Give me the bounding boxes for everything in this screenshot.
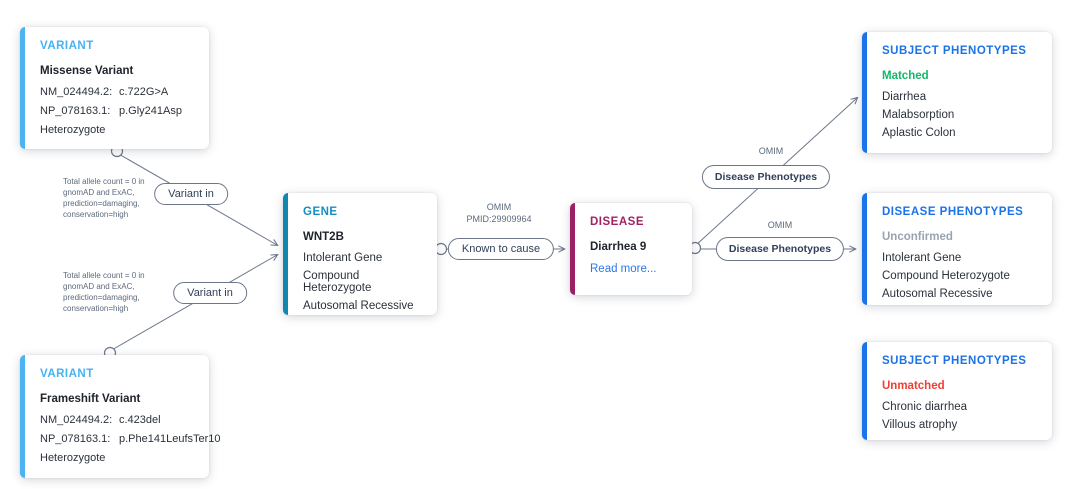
cdna-change: c.722G>A xyxy=(119,86,169,98)
variant-type: Missense Variant xyxy=(40,65,134,77)
phenotype-item: Aplastic Colon xyxy=(882,127,956,139)
protein-change: p.Phe141LeufsTer10 xyxy=(119,433,221,445)
variant-card-frameshift[interactable]: VARIANT Frameshift Variant NM_024494.2: … xyxy=(20,355,221,478)
zygosity: Heterozygote xyxy=(40,452,106,464)
edge-note-omim-right: OMIM xyxy=(767,220,793,230)
edge-pill-known-to-cause[interactable]: Known to cause xyxy=(447,238,555,260)
disease-card[interactable]: DISEASE Diarrhea 9 Read more... xyxy=(570,203,692,295)
phenotype-item: Compound Heterozygote xyxy=(882,270,1010,282)
edge-note-omim-up: OMIM xyxy=(758,146,784,156)
phenotype-item: Chronic diarrhea xyxy=(882,401,968,413)
phenotype-item: Intolerant Gene xyxy=(882,252,962,264)
edge-pill-variant-in-top[interactable]: Variant in xyxy=(154,183,228,205)
match-status: Unconfirmed xyxy=(882,231,953,243)
protein-id: NP_078163.1: xyxy=(40,433,111,445)
phenotype-item: Malabsorption xyxy=(882,109,955,121)
card-title: VARIANT xyxy=(40,40,94,52)
card-title: VARIANT xyxy=(40,368,94,380)
card-title: SUBJECT PHENOTYPES xyxy=(882,45,1027,57)
cdna-change: c.423del xyxy=(119,414,161,426)
phenotype-item: Autosomal Recessive xyxy=(882,288,993,300)
gene-symbol: WNT2B xyxy=(303,231,344,243)
transcript-id: NM_024494.2: xyxy=(40,414,113,426)
connector-dot xyxy=(434,242,448,256)
edge-pill-disease-phenotypes-up[interactable]: Disease Phenotypes xyxy=(701,165,831,189)
card-title: DISEASE xyxy=(590,216,644,228)
gene-attribute: Compound Heterozygote xyxy=(303,270,372,294)
edge-note-omim-pmid: OMIM PMID:29909964 xyxy=(466,202,532,224)
protein-id: NP_078163.1: xyxy=(40,105,111,117)
match-status: Unmatched xyxy=(882,380,945,392)
gene-attribute: Autosomal Recessive xyxy=(303,300,414,312)
variant-type: Frameshift Variant xyxy=(40,393,141,405)
card-title: GENE xyxy=(303,206,338,218)
edge-note-allele-count-bottom: Total allele count = 0 in gnomAD and ExA… xyxy=(63,271,145,313)
card-title: SUBJECT PHENOTYPES xyxy=(882,355,1027,367)
protein-change: p.Gly241Asp xyxy=(119,105,182,117)
match-status: Matched xyxy=(882,70,929,82)
subject-phenotypes-matched-card[interactable]: SUBJECT PHENOTYPES Matched Diarrhea Mala… xyxy=(862,32,1052,153)
edge-pill-variant-in-bottom[interactable]: Variant in xyxy=(173,282,247,304)
edge-note-allele-count-top: Total allele count = 0 in gnomAD and ExA… xyxy=(63,177,145,219)
read-more-link[interactable]: Read more... xyxy=(590,263,657,275)
zygosity: Heterozygote xyxy=(40,124,106,136)
subject-phenotypes-unmatched-card[interactable]: SUBJECT PHENOTYPES Unmatched Chronic dia… xyxy=(862,342,1052,440)
card-title: DISEASE PHENOTYPES xyxy=(882,206,1024,218)
edge-pill-disease-phenotypes-right[interactable]: Disease Phenotypes xyxy=(715,237,845,261)
phenotype-item: Diarrhea xyxy=(882,91,927,103)
gene-card[interactable]: GENE WNT2B Intolerant Gene Compound Hete… xyxy=(283,193,437,315)
disease-phenotypes-card[interactable]: DISEASE PHENOTYPES Unconfirmed Intoleran… xyxy=(862,193,1052,305)
phenotype-item: Villous atrophy xyxy=(882,419,958,431)
gene-attribute: Intolerant Gene xyxy=(303,252,383,264)
variant-card-missense[interactable]: VARIANT Missense Variant NM_024494.2: c.… xyxy=(20,27,209,149)
transcript-id: NM_024494.2: xyxy=(40,86,113,98)
disease-name: Diarrhea 9 xyxy=(590,241,647,253)
